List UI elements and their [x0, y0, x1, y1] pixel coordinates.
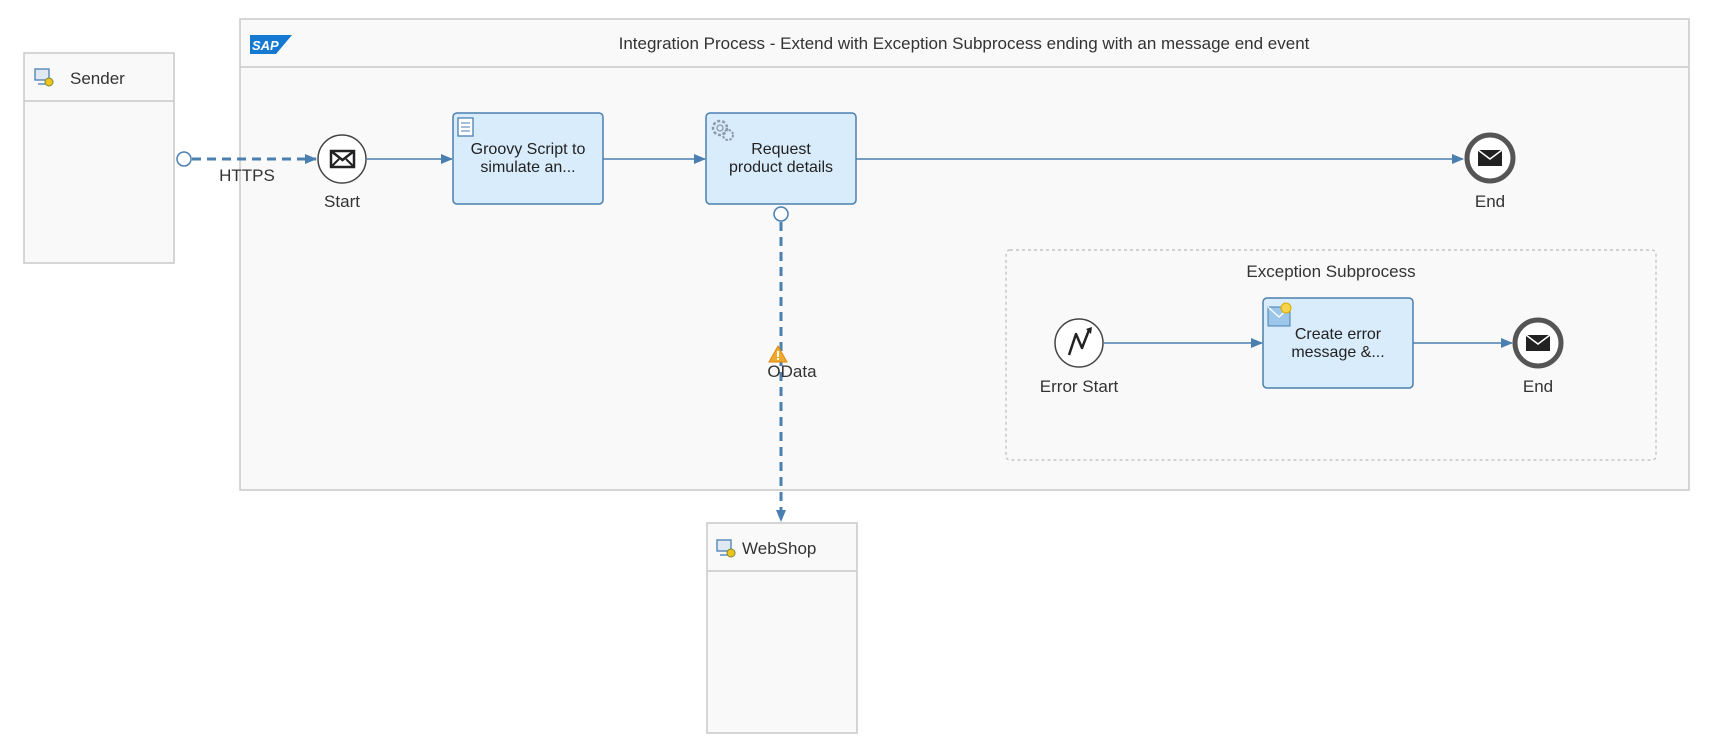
- sender-label: Sender: [70, 69, 125, 88]
- process-title: Integration Process - Extend with Except…: [619, 34, 1310, 53]
- odata-channel[interactable]: OData: [767, 206, 817, 522]
- sap-logo-icon: SAP: [250, 35, 292, 54]
- envelope-icon: [329, 149, 356, 169]
- sap-logo-text: SAP: [252, 38, 279, 53]
- warning-icon: [768, 344, 788, 363]
- request-step-label-line1: Request: [751, 141, 811, 158]
- groovy-script-step[interactable]: Groovy Script to simulate an...: [452, 112, 604, 205]
- groovy-step-label-line1: Groovy Script to: [471, 141, 586, 158]
- envelope-icon: [1477, 149, 1503, 166]
- start-event-label: Start: [324, 192, 360, 211]
- error-start-event[interactable]: Error Start: [1040, 318, 1119, 396]
- groovy-step-label-line2: simulate an...: [480, 159, 575, 176]
- error-end-label: End: [1523, 377, 1553, 396]
- participant-icon: [716, 539, 736, 558]
- odata-channel-label: OData: [767, 362, 817, 381]
- webshop-label: WebShop: [742, 539, 816, 558]
- webshop-participant[interactable]: WebShop: [706, 522, 858, 734]
- create-error-label-line1: Create error: [1295, 326, 1382, 343]
- create-error-message-step[interactable]: Create error message &...: [1262, 297, 1414, 389]
- envelope-icon: [1525, 334, 1551, 351]
- https-channel[interactable]: HTTPS: [176, 151, 317, 185]
- error-message-end-event[interactable]: End: [1512, 317, 1564, 396]
- content-modifier-icon: [1267, 302, 1292, 327]
- request-step-label-line2: product details: [729, 159, 833, 176]
- lightning-icon: [1067, 327, 1092, 356]
- error-start-label: Error Start: [1040, 377, 1119, 396]
- end-event-label: End: [1475, 192, 1505, 211]
- create-error-label-line2: message &...: [1291, 344, 1384, 361]
- https-channel-label: HTTPS: [219, 166, 275, 185]
- sender-participant[interactable]: Sender: [23, 52, 175, 264]
- message-end-event[interactable]: End: [1464, 132, 1516, 211]
- gear-icon: [711, 119, 734, 141]
- request-product-details-step[interactable]: Request product details: [705, 112, 857, 205]
- script-icon: [457, 117, 474, 137]
- participant-icon: [34, 68, 54, 87]
- exception-subprocess-title: Exception Subprocess: [1246, 262, 1415, 281]
- start-event[interactable]: Start: [317, 134, 367, 211]
